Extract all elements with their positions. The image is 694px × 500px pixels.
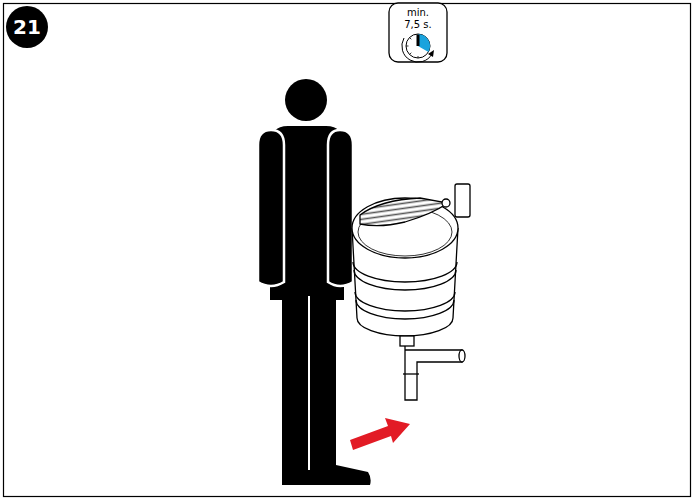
step-badge [6, 6, 48, 48]
timer-text: min. [407, 8, 429, 18]
foot-operated-basin [352, 184, 470, 400]
timer-icon [389, 3, 447, 62]
frame [4, 4, 691, 497]
person-silhouette [258, 79, 371, 485]
step-number: 21 [13, 17, 41, 37]
push-arrow [350, 418, 410, 450]
timer-duration: 7,5 s. [404, 20, 431, 30]
